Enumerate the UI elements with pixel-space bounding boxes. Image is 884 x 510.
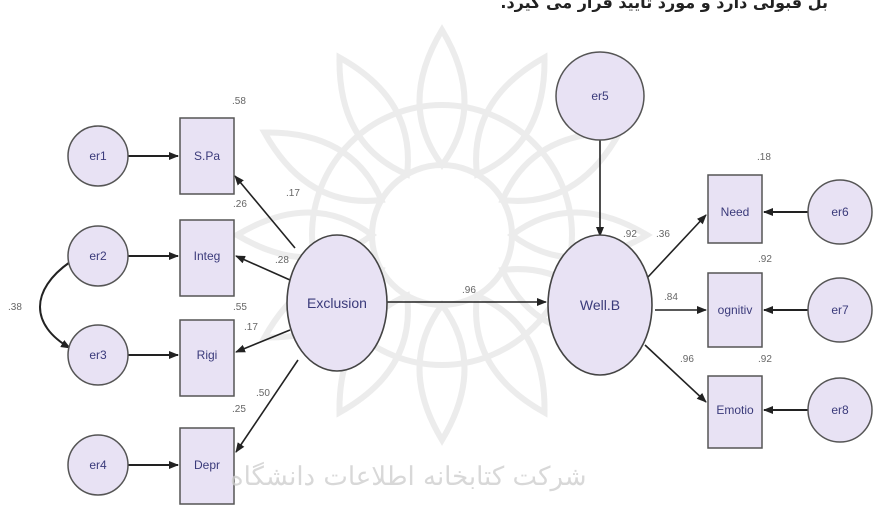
s-pa-label: S.Pa [194, 149, 220, 163]
coef-r2-spa: .58 [232, 96, 246, 107]
error-er3: er3 [67, 324, 129, 386]
indicator-depr: Depr [179, 427, 235, 505]
coef-load-depr: .50 [256, 388, 270, 399]
coef-cov-er2-er3: .38 [8, 302, 22, 313]
er8-label: er8 [831, 403, 849, 417]
coef-load-cognitive: .84 [664, 292, 678, 303]
arrow-exclusion-rigi [235, 329, 291, 353]
er6-label: er6 [831, 205, 849, 219]
coef-r2-emotion: .92 [758, 354, 772, 365]
indicator-need: Need [707, 174, 763, 244]
watermark-text: شرکت کتابخانه اطلاعات دانشگاه [230, 462, 587, 492]
error-arrows-left [39, 152, 179, 469]
arrow-exclusion-spa [234, 175, 296, 249]
error-er8: er8 [807, 377, 873, 443]
arrow-wellb-need [647, 214, 707, 278]
coef-load-need-a: .92 [623, 229, 637, 240]
coef-load-spa: .17 [286, 188, 300, 199]
error-er6: er6 [807, 179, 873, 245]
error-er7: er7 [807, 277, 873, 343]
latent-well-being: Well.B [547, 234, 653, 376]
error-er1: er1 [67, 125, 129, 187]
coef-load-integ: .28 [275, 255, 289, 266]
er3-label: er3 [89, 348, 107, 362]
coef-load-rigi: .17 [244, 322, 258, 333]
error-er2: er2 [67, 225, 129, 287]
coef-r2-rigi: .55 [233, 302, 247, 313]
error-er5: er5 [555, 51, 645, 141]
latent-exclusion: Exclusion [286, 234, 388, 372]
coef-r2-depr: .25 [232, 404, 246, 415]
cognitive-label: ognitiv [718, 303, 753, 317]
indicator-s-pa: S.Pa [179, 117, 235, 195]
er4-label: er4 [89, 458, 107, 472]
coef-load-need-b: .36 [656, 229, 670, 240]
arrow-exclusion-depr [235, 359, 299, 453]
coef-load-emotion: .96 [680, 354, 694, 365]
caption-text: بل قبولی دارد و مورد تایید قرار می گیرد. [500, 0, 828, 12]
indicator-cognitive: ognitiv [707, 272, 763, 348]
er1-label: er1 [89, 149, 107, 163]
rigi-label: Rigi [197, 348, 218, 362]
coef-r2-integ: .26 [233, 199, 247, 210]
wellb-label: Well.B [580, 297, 620, 313]
arrow-wellb-emotion [644, 344, 707, 403]
depr-label: Depr [194, 458, 220, 472]
arrow-exclusion-integ [235, 255, 291, 281]
loading-arrows-left [234, 175, 547, 453]
need-label: Need [721, 205, 750, 219]
coef-r2-cognitive: .92 [758, 254, 772, 265]
loading-arrows-right [596, 140, 707, 403]
coefficient-labels: .58 .17 .26 .28 .55 .17 .25 .50 .38 .96 … [8, 96, 772, 415]
covariance-er2-er3 [39, 253, 80, 349]
coef-path-exclusion-wellb: .96 [462, 285, 476, 296]
error-arrows-right [763, 208, 808, 414]
er2-label: er2 [89, 249, 107, 263]
er5-label: er5 [591, 89, 609, 103]
error-er4: er4 [67, 434, 129, 496]
indicator-rigi: Rigi [179, 319, 235, 397]
er7-label: er7 [831, 303, 849, 317]
coef-r2-need: .18 [757, 152, 771, 163]
exclusion-label: Exclusion [307, 295, 367, 311]
integ-label: Integ [194, 249, 221, 263]
indicator-integ: Integ [179, 219, 235, 297]
indicator-emotion: Emotio [707, 375, 763, 449]
emotion-label: Emotio [716, 403, 754, 417]
